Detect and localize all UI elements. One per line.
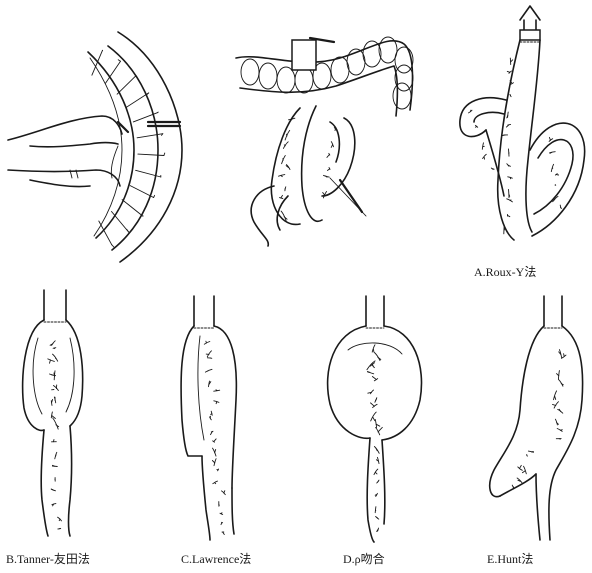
jejunal-mesentery-drawing (7, 31, 183, 263)
caption-hunt: E.Hunt法 (487, 552, 534, 566)
caption-tanner: B.Tanner-友田法 (6, 552, 90, 566)
caption-roux-y: A.Roux-Y法 (474, 265, 537, 279)
caption-lawrence: C.Lawrence法 (181, 552, 252, 566)
colon-jejunum-drawing (235, 36, 414, 247)
tanner-drawing (21, 289, 84, 537)
rho-anastomosis-drawing (326, 295, 423, 543)
caption-rho-anastomosis: D.ρ吻合 (343, 552, 385, 566)
roux-y-drawing (459, 5, 586, 241)
lawrence-drawing (180, 295, 238, 541)
hunt-drawing (488, 295, 584, 541)
staple-lines (43, 41, 563, 329)
